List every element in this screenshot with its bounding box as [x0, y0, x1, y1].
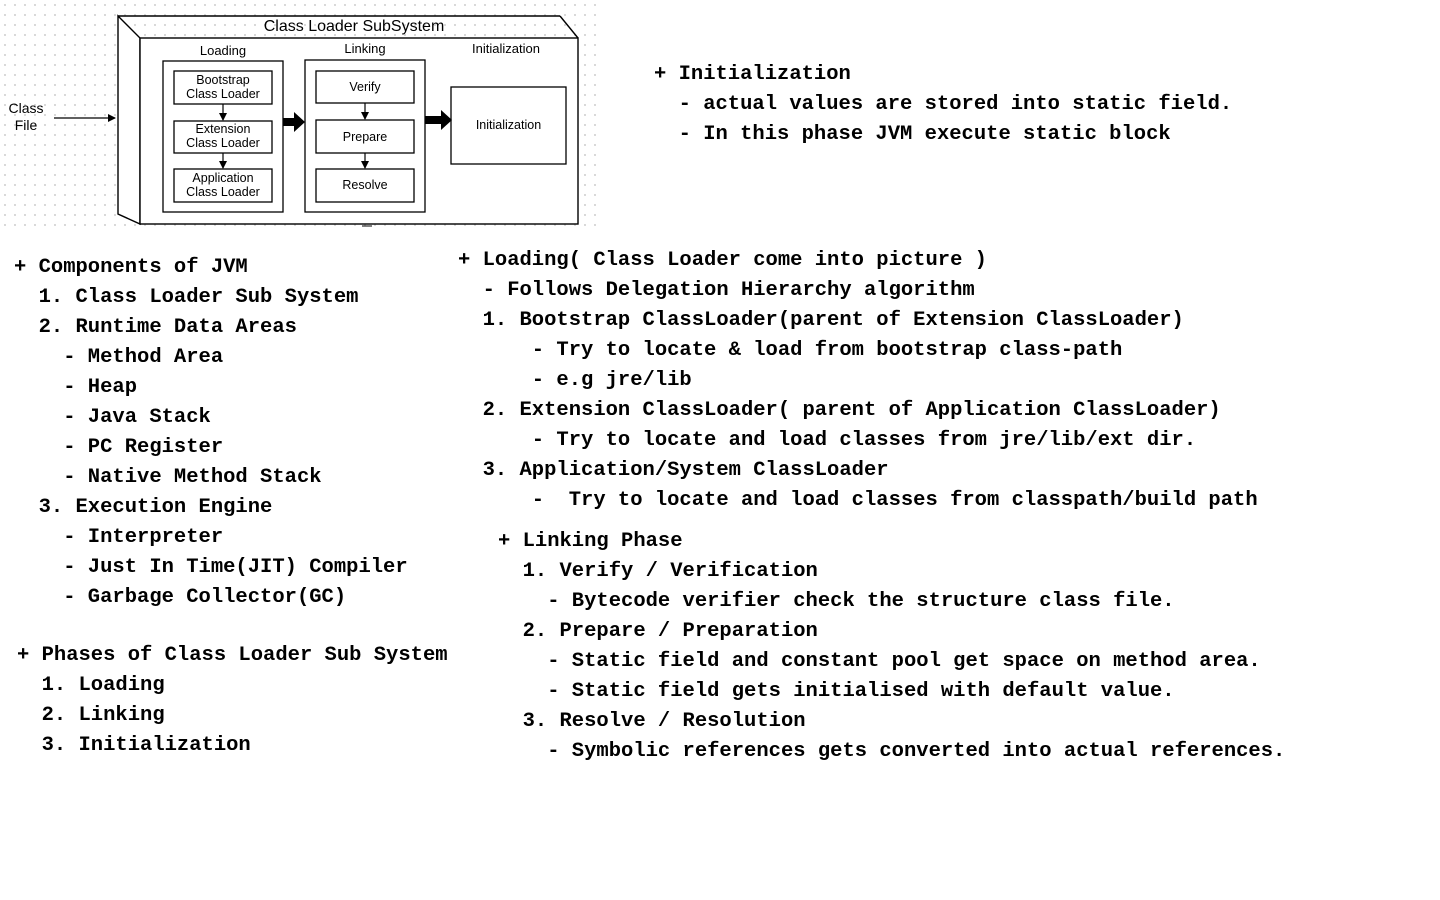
- class-loader-phases-notes: + Phases of Class Loader Sub System 1. L…: [17, 641, 448, 761]
- note-line: 3. Application/System ClassLoader: [458, 459, 889, 482]
- note-line: 3. Execution Engine: [14, 496, 273, 519]
- note-line: - Just In Time(JIT) Compiler: [14, 556, 408, 579]
- verify-box: [315, 70, 415, 104]
- note-line: - e.g jre/lib: [458, 369, 692, 392]
- note-line: - Heap: [14, 376, 138, 399]
- application-box: [173, 168, 273, 203]
- linking-header: Linking: [344, 41, 386, 56]
- note-line: - Symbolic references gets converted int…: [498, 740, 1286, 763]
- note-line: - Static field gets initialised with def…: [498, 680, 1175, 703]
- note-line: - PC Register: [14, 436, 224, 459]
- note-line: - Try to locate and load classes from jr…: [458, 429, 1197, 452]
- initialization-header: Initialization: [472, 41, 540, 56]
- note-line: 1. Class Loader Sub System: [14, 286, 359, 309]
- note-line: - Garbage Collector(GC): [14, 586, 347, 609]
- note-line: - Interpreter: [14, 526, 224, 549]
- note-line: 1. Loading: [17, 674, 165, 697]
- diagram-shapes: [54, 14, 579, 227]
- note-line: + Phases of Class Loader Sub System: [17, 644, 448, 667]
- note-line: 1. Bootstrap ClassLoader(parent of Exten…: [458, 309, 1184, 332]
- application-label: Application Class Loader: [186, 171, 260, 199]
- linking-to-initialization-arrow: [425, 110, 452, 130]
- note-line: + Linking Phase: [498, 530, 683, 553]
- initialization-notes: + Initialization - actual values are sto…: [654, 60, 1232, 150]
- bootstrap-label: Bootstrap Class Loader: [186, 73, 260, 101]
- note-line: - Bytecode verifier check the structure …: [498, 590, 1175, 613]
- loading-notes: + Loading( Class Loader come into pictur…: [458, 246, 1258, 516]
- note-line: - Follows Delegation Hierarchy algorithm: [458, 279, 975, 302]
- note-line: 2. Extension ClassLoader( parent of Appl…: [458, 399, 1221, 422]
- note-line: + Loading( Class Loader come into pictur…: [458, 249, 987, 272]
- loading-to-linking-arrow: [283, 112, 305, 132]
- note-line: 2. Runtime Data Areas: [14, 316, 297, 339]
- note-line: - Java Stack: [14, 406, 211, 429]
- bootstrap-box: [173, 70, 273, 105]
- class-file-label: Class File: [8, 100, 44, 133]
- note-line: - actual values are stored into static f…: [654, 93, 1233, 116]
- note-line: + Components of JVM: [14, 256, 248, 279]
- jvm-components-notes: + Components of JVM 1. Class Loader Sub …: [14, 253, 408, 613]
- note-line: 2. Linking: [17, 704, 165, 727]
- diagram-title: Class Loader SubSystem: [263, 18, 445, 35]
- class-loader-subsystem-diagram: Class Loader SubSystem Class File Loadin…: [0, 0, 600, 232]
- prepare-box: [315, 119, 415, 154]
- note-line: 3. Initialization: [17, 734, 251, 757]
- note-line: - In this phase JVM execute static block: [654, 123, 1171, 146]
- note-line: + Initialization: [654, 63, 851, 86]
- note-line: - Try to locate and load classes from cl…: [458, 489, 1258, 512]
- initialization-box: [450, 86, 567, 165]
- extension-label: Extension Class Loader: [186, 122, 260, 150]
- note-line: - Native Method Stack: [14, 466, 322, 489]
- prepare-label: Prepare: [342, 130, 388, 144]
- note-line: 2. Prepare / Preparation: [498, 620, 818, 643]
- note-line: - Try to locate & load from bootstrap cl…: [458, 339, 1123, 362]
- verify-label: Verify: [349, 80, 381, 94]
- linking-phase-notes: + Linking Phase 1. Verify / Verification…: [498, 527, 1285, 767]
- note-line: 1. Verify / Verification: [498, 560, 818, 583]
- initialization-label: Initialization: [475, 118, 542, 132]
- note-line: 3. Resolve / Resolution: [498, 710, 806, 733]
- resolve-box: [315, 168, 415, 203]
- resolve-label: Resolve: [342, 178, 388, 192]
- loading-header: Loading: [199, 43, 247, 58]
- note-line: - Static field and constant pool get spa…: [498, 650, 1261, 673]
- note-line: - Method Area: [14, 346, 224, 369]
